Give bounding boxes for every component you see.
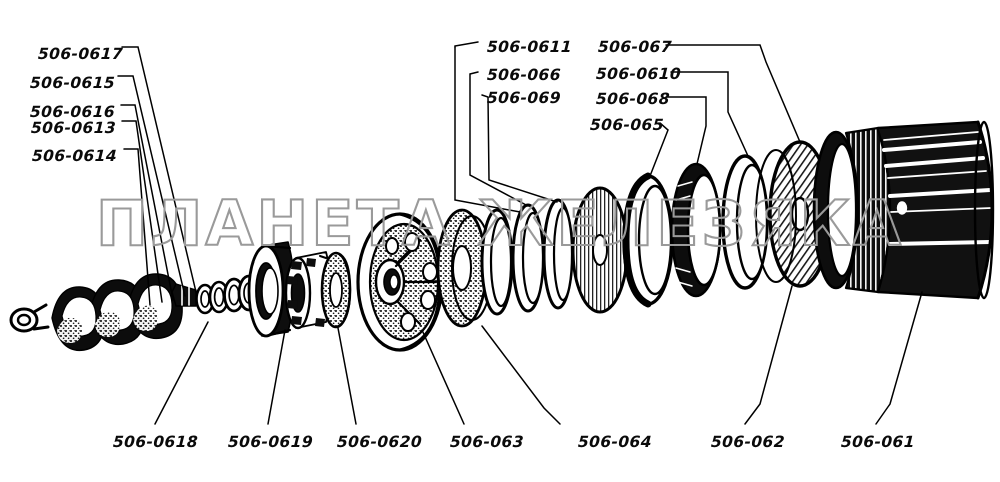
callout-506-069: 506-069 [486, 89, 562, 107]
callout-506-0618: 506-0618 [112, 433, 199, 451]
leader-0620 [337, 327, 357, 425]
leader-062 [744, 285, 793, 425]
leader-066 [469, 71, 529, 207]
leader-0613 [121, 120, 163, 303]
leader-lines [117, 41, 923, 425]
leader-068 [665, 96, 707, 165]
part-housing-drum [812, 120, 995, 300]
part-friction-ring [320, 251, 352, 329]
callout-506-0613: 506-0613 [30, 119, 117, 137]
leader-065 [649, 122, 669, 177]
callout-506-0614: 506-0614 [31, 147, 118, 165]
leader-0615 [117, 75, 186, 297]
leader-0610 [670, 71, 749, 157]
callout-506-0615: 506-0615 [29, 74, 116, 92]
part-dished-washer [436, 208, 493, 328]
watermark: ПЛАНЕТА ЖЕЛЕЗЯКА [95, 186, 904, 261]
part-auger-shaft [9, 273, 197, 352]
part-seal-ring-b [670, 162, 722, 298]
callout-506-0610: 506-0610 [595, 65, 682, 83]
leader-0617 [121, 46, 197, 293]
callout-506-061: 506-061 [840, 433, 916, 451]
leader-0614 [123, 148, 151, 306]
leader-0619 [267, 329, 286, 425]
leader-0611-stub [454, 41, 479, 48]
callout-506-064: 506-064 [577, 433, 653, 451]
callout-506-065: 506-065 [589, 116, 665, 134]
leader-069 [481, 94, 558, 203]
callout-506-063: 506-063 [449, 433, 525, 451]
watermark-text: ПЛАНЕТА ЖЕЛЕЗЯКА [96, 187, 904, 260]
leader-0618 [154, 321, 209, 425]
callout-506-066: 506-066 [486, 66, 562, 84]
leader-061 [875, 291, 923, 425]
leader-064 [481, 325, 561, 425]
callout-506-062: 506-062 [710, 433, 786, 451]
callout-506-0619: 506-0619 [227, 433, 314, 451]
part-seal-ring-a [622, 172, 674, 308]
callout-506-0611: 506-0611 [486, 38, 573, 56]
callout-506-067: 506-067 [597, 38, 673, 56]
leader-0611 [454, 46, 521, 213]
part-splined-sleeve [284, 251, 332, 330]
callout-506-0620: 506-0620 [336, 433, 423, 451]
leader-067 [665, 44, 801, 143]
leader-063 [421, 329, 465, 425]
callout-506-068: 506-068 [595, 90, 671, 108]
callout-506-0617: 506-0617 [37, 45, 124, 63]
leader-0616 [120, 104, 174, 301]
part-fibre-disc [571, 186, 629, 314]
